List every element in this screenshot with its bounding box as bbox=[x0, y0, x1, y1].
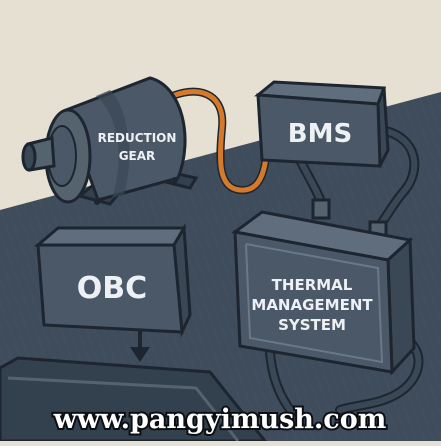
reduction-gear: REDUCTION GEAR bbox=[21, 76, 199, 206]
tray bbox=[0, 356, 269, 443]
reduction-gear-label-line2: GEAR bbox=[119, 149, 156, 163]
watermark-text: www.pangyimush.com bbox=[53, 404, 387, 435]
thermal-label-line1: THERMAL bbox=[272, 276, 353, 294]
thermal-label-line2: MANAGEMENT bbox=[251, 296, 373, 314]
obc-label: OBC bbox=[77, 271, 147, 306]
orange-cable bbox=[169, 89, 271, 193]
down-arrow-icon bbox=[130, 347, 150, 362]
obc-box: OBC bbox=[33, 223, 192, 338]
bms-label: BMS bbox=[288, 119, 352, 149]
thermal-label-line3: SYSTEM bbox=[278, 316, 346, 334]
bms-box: BMS bbox=[254, 80, 390, 168]
thermal-management-box: THERMAL MANAGEMENT SYSTEM bbox=[231, 198, 416, 376]
reduction-gear-label-line1: REDUCTION bbox=[98, 131, 177, 145]
